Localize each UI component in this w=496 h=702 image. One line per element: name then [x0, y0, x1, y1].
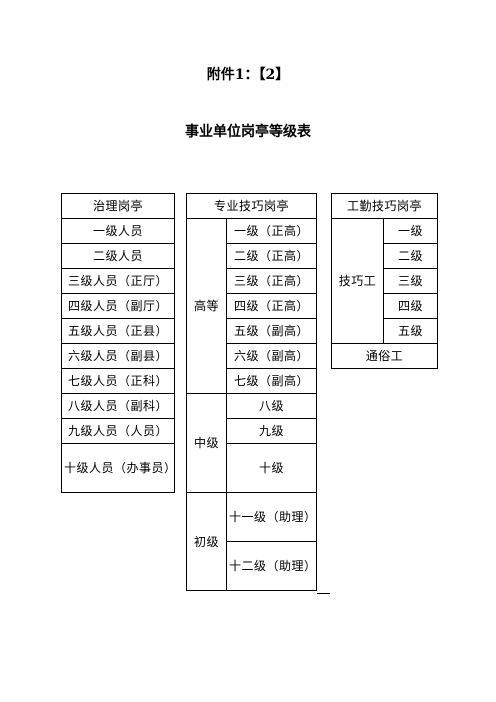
senior-level: 六级（副高） [226, 343, 317, 369]
management-header: 治理岗亭 [61, 193, 175, 219]
attachment-label: 附件1：【2】 [206, 67, 290, 83]
management-row: 二级人员 [61, 243, 175, 269]
senior-level: 一级（正高） [226, 218, 317, 244]
senior-level: 五级（副高） [226, 318, 317, 344]
management-row: 五级人员（正县） [61, 318, 175, 344]
middle-level: 八级 [226, 393, 317, 419]
senior-level: 四级（正高） [226, 293, 317, 319]
worker-header: 工勤技巧岗亭 [331, 193, 438, 219]
common-worker-label: 通俗工 [331, 343, 438, 369]
management-row: 一级人员 [61, 218, 175, 244]
worker-level: 三级 [383, 268, 438, 294]
worker-level: 一级 [383, 218, 438, 244]
junior-group-label: 初级 [186, 492, 227, 591]
senior-level: 二级（正高） [226, 243, 317, 269]
management-row: 七级人员（正科） [61, 368, 175, 394]
senior-level: 七级（副高） [226, 368, 317, 394]
worker-level: 四级 [383, 293, 438, 319]
skilled-worker-label: 技巧工 [331, 218, 384, 344]
management-row: 九级人员（人员） [61, 418, 175, 444]
management-row: 六级人员（副县） [61, 343, 175, 369]
senior-level: 三级（正高） [226, 268, 317, 294]
management-row: 三级人员（正厅） [61, 268, 175, 294]
management-row: 八级人员（副科） [61, 393, 175, 419]
middle-level: 十级 [226, 443, 317, 493]
junior-level: 十二级（助理） [226, 541, 317, 591]
worker-level: 五级 [383, 318, 438, 344]
middle-level: 九级 [226, 418, 317, 444]
management-post-table: 治理岗亭 一级人员 二级人员 三级人员（正厅） 四级人员（副厅） 五级人员（正县… [61, 193, 176, 493]
page-title: 事业单位岗亭等级表 [185, 124, 311, 140]
junior-level: 十一级（助理） [226, 492, 317, 542]
professional-post-table: 专业技巧岗亭 高等 一级（正高） 二级（正高） 三级（正高） 四级（正高） 五级… [186, 193, 317, 591]
professional-header: 专业技巧岗亭 [186, 193, 317, 219]
management-row: 十级人员（办事员） [61, 443, 176, 493]
worker-post-table: 工勤技巧岗亭 技巧工 一级 二级 三级 四级 五级 通俗工 [331, 193, 438, 369]
senior-group-label: 高等 [186, 218, 227, 394]
management-row: 四级人员（副厅） [61, 293, 175, 319]
worker-level: 二级 [383, 243, 438, 269]
middle-group-label: 中级 [186, 393, 227, 493]
table-rule [317, 593, 330, 594]
